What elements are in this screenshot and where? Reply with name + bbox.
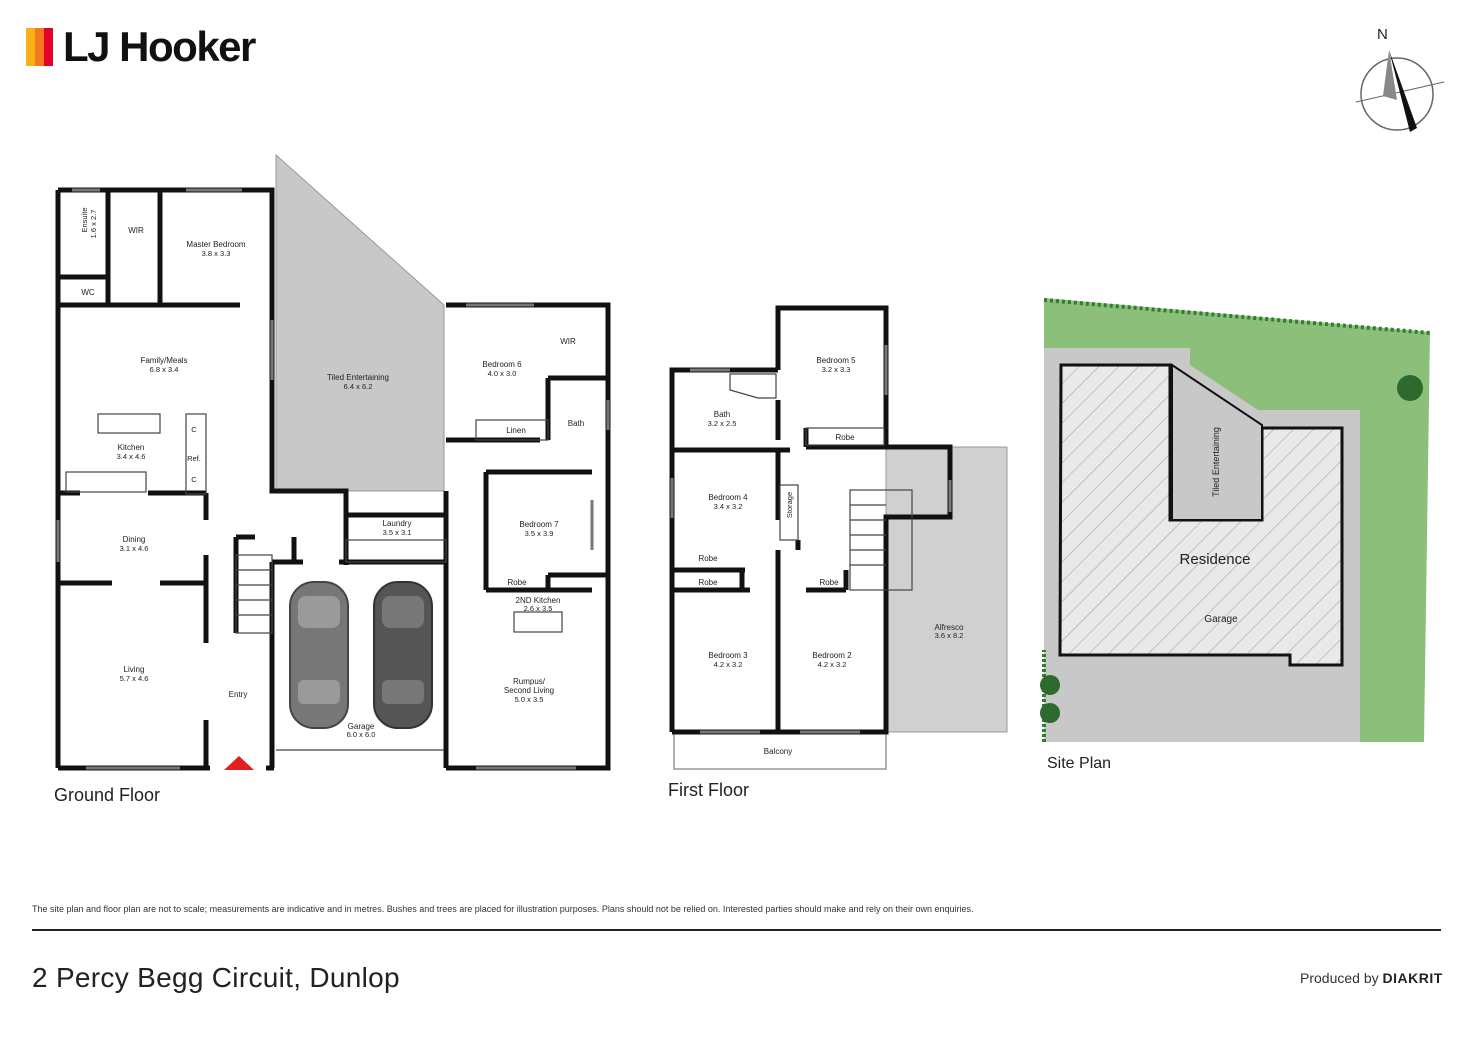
site-tiled-label: Tiled Entertaining <box>1211 427 1221 497</box>
tree-icon <box>1040 675 1060 695</box>
brand-logo: LJ Hooker <box>26 22 256 72</box>
room-name: Bedroom 2 <box>812 651 852 660</box>
room-name: WIR <box>128 226 144 235</box>
room-name: Bath <box>568 419 584 428</box>
room-name: Robe <box>819 578 839 587</box>
room-name: Bath <box>714 410 730 419</box>
ground-floor-label: Ground Floor <box>54 785 161 805</box>
room-name: Robe <box>698 578 718 587</box>
first-floor-plan: Bedroom 5 3.2 x 3.3 Robe Bath 3.2 x 2.5 … <box>669 305 1008 770</box>
room-size: 3.4 x 3.2 <box>714 502 743 511</box>
room-name: Bedroom 5 <box>816 356 856 365</box>
cupboard-label: C <box>191 425 197 434</box>
room-name: Alfresco <box>935 623 964 632</box>
room-size: 1.6 x 2.7 <box>89 210 98 239</box>
room-name: 2ND Kitchen <box>516 596 561 605</box>
room-size: 6.4 x 6.2 <box>344 382 373 391</box>
room-name: Kitchen <box>118 443 145 452</box>
room-name: Ensuite <box>80 207 89 232</box>
room-name: WIR <box>560 337 576 346</box>
room-name: Family/Meals <box>140 356 187 365</box>
room-size: 4.0 x 3.0 <box>488 369 517 378</box>
room-size: 3.8 x 3.3 <box>202 249 231 258</box>
compass-icon <box>1355 50 1445 132</box>
room-size: 4.2 x 3.2 <box>714 660 743 669</box>
room-name: Bedroom 4 <box>708 493 748 502</box>
cupboard-label: C <box>191 475 197 484</box>
room-size: 5.7 x 4.6 <box>120 674 149 683</box>
producer-prefix: Produced by <box>1300 970 1379 986</box>
divider <box>32 929 1441 931</box>
entry-arrow-icon <box>224 756 254 770</box>
room-name: Balcony <box>764 747 792 756</box>
room-name: Linen <box>506 426 526 435</box>
room-name: Living <box>124 665 145 674</box>
room-name: Bedroom 3 <box>708 651 748 660</box>
room-name: WC <box>81 288 95 297</box>
room-name: Second Living <box>504 686 554 695</box>
room-name: Robe <box>698 554 718 563</box>
room-name: Laundry <box>383 519 412 528</box>
room-name: Master Bedroom <box>186 240 245 249</box>
disclaimer: The site plan and floor plan are not to … <box>32 904 974 914</box>
site-plan: Residence Garage Tiled Entertaining <box>1040 298 1431 742</box>
room-name: Bedroom 7 <box>519 520 559 529</box>
room-size: 3.5 x 3.9 <box>525 529 554 538</box>
car-icon <box>289 581 349 729</box>
fridge-label: Ref. <box>187 454 201 463</box>
site-residence-label: Residence <box>1180 551 1251 568</box>
room-name: Storage <box>785 492 794 518</box>
site-garage-label: Garage <box>1204 614 1238 625</box>
room-size: 3.1 x 4.6 <box>120 544 149 553</box>
first-floor-label: First Floor <box>668 780 749 800</box>
room-name: Robe <box>507 578 527 587</box>
room-size: 3.2 x 3.3 <box>822 365 851 374</box>
room-name: Rumpus/ <box>513 677 546 686</box>
site-plan-label: Site Plan <box>1047 755 1112 772</box>
producer-credit: Produced by DIAKRIT <box>1300 970 1443 986</box>
room-name: Garage <box>348 722 375 731</box>
room-size: 3.4 x 4.6 <box>117 452 146 461</box>
compass-north-label: N <box>1377 26 1388 43</box>
room-size: 3.6 x 8.2 <box>935 631 964 640</box>
property-address: 2 Percy Begg Circuit, Dunlop <box>32 962 400 993</box>
room-name: Dining <box>123 535 146 544</box>
room-size: 5.0 x 3.5 <box>515 695 544 704</box>
car-icon <box>373 581 433 729</box>
room-size: 2.6 x 3.5 <box>524 604 553 613</box>
room-name: Entry <box>229 690 248 699</box>
room-name: Bedroom 6 <box>482 360 522 369</box>
tree-icon <box>1397 375 1423 401</box>
room-size: 6.0 x 6.0 <box>347 730 376 739</box>
brand-stripes-icon <box>26 28 53 66</box>
room-size: 3.5 x 3.1 <box>383 528 412 537</box>
room-size: 4.2 x 3.2 <box>818 660 847 669</box>
producer-name: DIAKRIT <box>1382 970 1443 986</box>
room-name: Robe <box>835 433 855 442</box>
tree-icon <box>1040 703 1060 723</box>
room-size: 6.8 x 3.4 <box>150 365 179 374</box>
room-size: 3.2 x 2.5 <box>708 419 737 428</box>
ground-floor-plan: Ensuite 1.6 x 2.7 WIR Master Bedroom 3.8… <box>55 153 611 771</box>
brand-name: LJ Hooker <box>63 23 256 70</box>
room-name: Tiled Entertaining <box>327 373 389 382</box>
